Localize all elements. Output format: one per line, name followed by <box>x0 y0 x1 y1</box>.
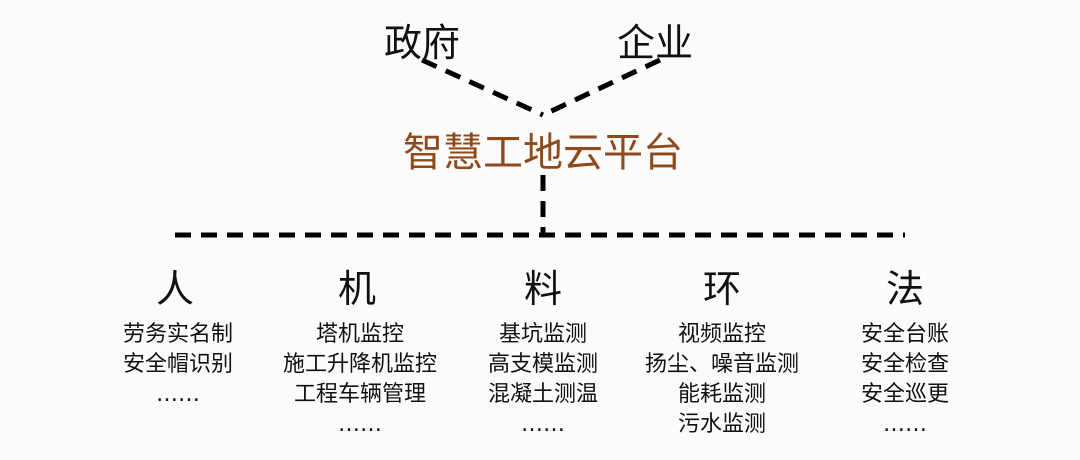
node-enterprise: 企业 <box>616 21 694 65</box>
platform-title: 智慧工地云平台 <box>403 130 683 176</box>
column-list-people: 劳务实名制 安全帽识别 …… <box>123 320 233 410</box>
list-item: …… <box>882 412 927 437</box>
list-item: 高支模监测 <box>487 352 599 377</box>
list-item: …… <box>520 412 565 437</box>
list-item: 扬尘、噪音监测 <box>644 352 800 377</box>
list-item: 塔机监控 <box>315 322 405 347</box>
connector-government <box>420 57 545 118</box>
list-item: 污水监测 <box>677 412 767 437</box>
list-item: 基坑监测 <box>498 322 588 347</box>
column-title-material: 料 <box>523 267 563 311</box>
list-item: 视频监控 <box>677 322 767 347</box>
list-item: 施工升降机监控 <box>282 352 438 377</box>
column-list-environment: 视频监控 扬尘、噪音监测 能耗监测 污水监测 <box>645 320 799 440</box>
column-title-people: 人 <box>155 267 195 311</box>
node-government: 政府 <box>383 21 461 65</box>
list-item: 安全检查 <box>860 352 950 377</box>
list-item: 工程车辆管理 <box>293 382 427 407</box>
column-list-material: 基坑监测 高支模监测 混凝土测温 …… <box>488 320 598 440</box>
list-item: 混凝土测温 <box>487 382 599 407</box>
column-list-machine: 塔机监控 施工升降机监控 工程车辆管理 …… <box>283 320 437 440</box>
list-item: 安全巡更 <box>860 382 950 407</box>
list-item: …… <box>337 412 382 437</box>
list-item: 安全帽识别 <box>122 352 234 377</box>
list-item: …… <box>155 382 200 407</box>
column-title-environment: 环 <box>702 267 742 311</box>
list-item: 劳务实名制 <box>122 322 234 347</box>
column-title-machine: 机 <box>337 267 377 311</box>
column-list-method: 安全台账 安全检查 安全巡更 …… <box>861 320 949 440</box>
connector-enterprise <box>541 57 662 118</box>
column-title-method: 法 <box>885 267 925 311</box>
list-item: 能耗监测 <box>677 382 767 407</box>
list-item: 安全台账 <box>860 322 950 347</box>
